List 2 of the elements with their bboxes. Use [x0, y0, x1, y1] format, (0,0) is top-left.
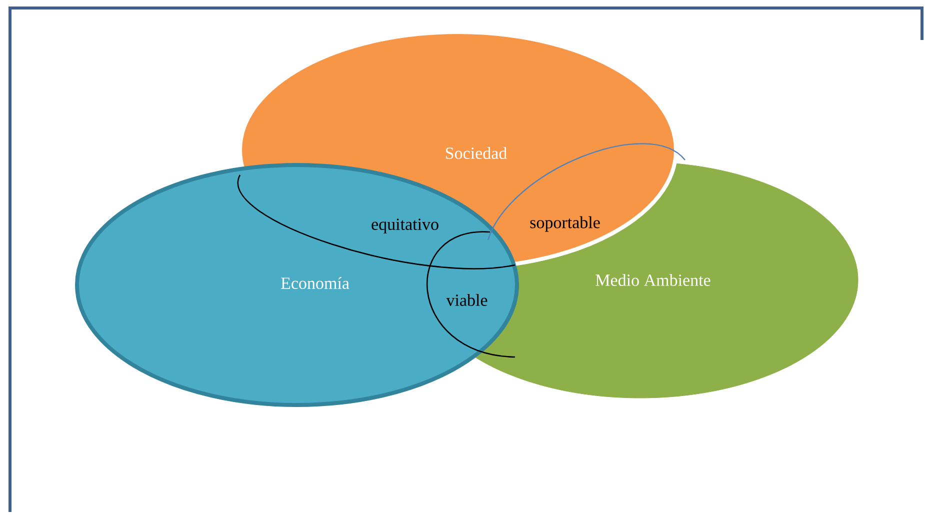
region-label: viable	[446, 294, 488, 306]
region-label: soportable	[530, 216, 600, 232]
